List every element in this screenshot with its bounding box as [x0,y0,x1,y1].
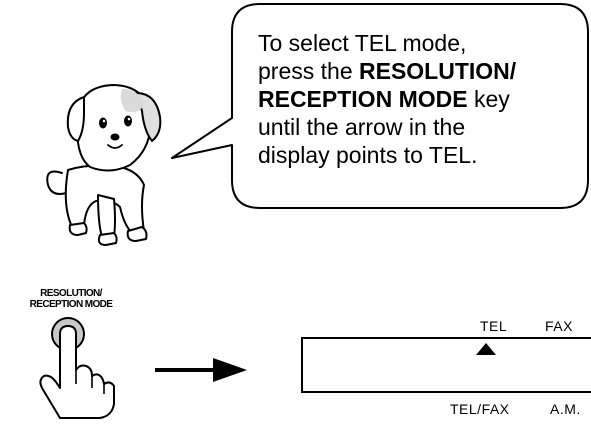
key-label-line-2: RECEPTION MODE [29,299,113,310]
triangle-up-icon [476,343,496,355]
callout-line-2: press the RESOLUTION/ [258,57,588,85]
callout-key-name-1: RESOLUTION/ [359,58,517,84]
callout-line-5: display points to TEL. [258,142,478,168]
lcd-display [301,337,591,393]
key-label-line-1: RESOLUTION/ [40,288,102,299]
puppy-mascot-icon [46,84,162,246]
key-label: RESOLUTION/ RECEPTION MODE [6,288,136,310]
callout-line-4: until the arrow in the [258,114,466,140]
right-arrow-icon [155,358,247,382]
display-label-am: A.M. [550,401,581,417]
callout-line-2-text: press the [258,58,359,84]
callout-key-name-2: RECEPTION MODE [258,86,468,112]
pointing-hand-icon [39,317,115,419]
callout-line-3-text: key [467,86,510,112]
callout-line-3: RECEPTION MODE key [258,85,588,113]
display-label-fax: FAX [545,318,573,334]
callout-text: To select TEL mode, press the RESOLUTION… [258,29,588,169]
display-label-tel: TEL [480,318,508,334]
callout-line-1: To select TEL mode, [258,30,467,56]
display-label-telfax: TEL/FAX [450,401,510,417]
